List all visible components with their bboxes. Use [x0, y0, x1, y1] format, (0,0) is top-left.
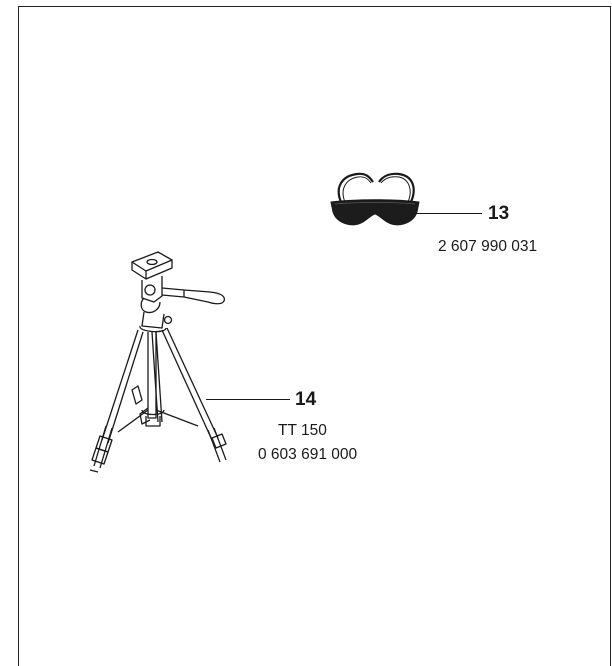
safety-glasses-icon: [330, 172, 420, 226]
item-14-number: 14: [295, 389, 317, 410]
item-13-part-number: 2 607 990 031: [438, 238, 538, 255]
page-frame: [18, 6, 611, 666]
item-13-number: 13: [488, 203, 510, 224]
leader-line-13: [410, 213, 482, 214]
item-14-model: TT 150: [278, 422, 327, 439]
item-14-part-number: 0 603 691 000: [258, 446, 358, 463]
tripod-icon: [89, 251, 227, 473]
leader-line-14: [206, 399, 290, 400]
